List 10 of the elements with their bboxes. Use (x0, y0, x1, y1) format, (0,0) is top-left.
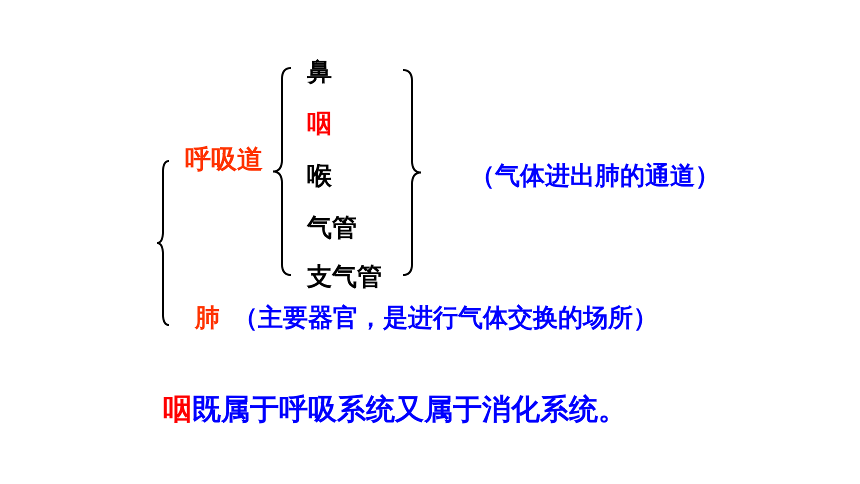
term-label: 支气管 (307, 262, 382, 292)
term-label: 喉 (307, 162, 332, 190)
term-label: 鼻 (307, 58, 332, 86)
note-text: （气体进出肺的通道） (470, 162, 720, 190)
category-label: 肺 (195, 304, 220, 332)
term-label: 咽 (307, 110, 332, 138)
note-text: （主要器官，是进行气体交换的场所） (233, 304, 658, 332)
term-label: 气管 (307, 214, 357, 242)
summary-sentence: 咽既属于呼吸系统又属于消化系统。 (163, 393, 627, 427)
category-label: 呼吸道 (185, 146, 263, 176)
